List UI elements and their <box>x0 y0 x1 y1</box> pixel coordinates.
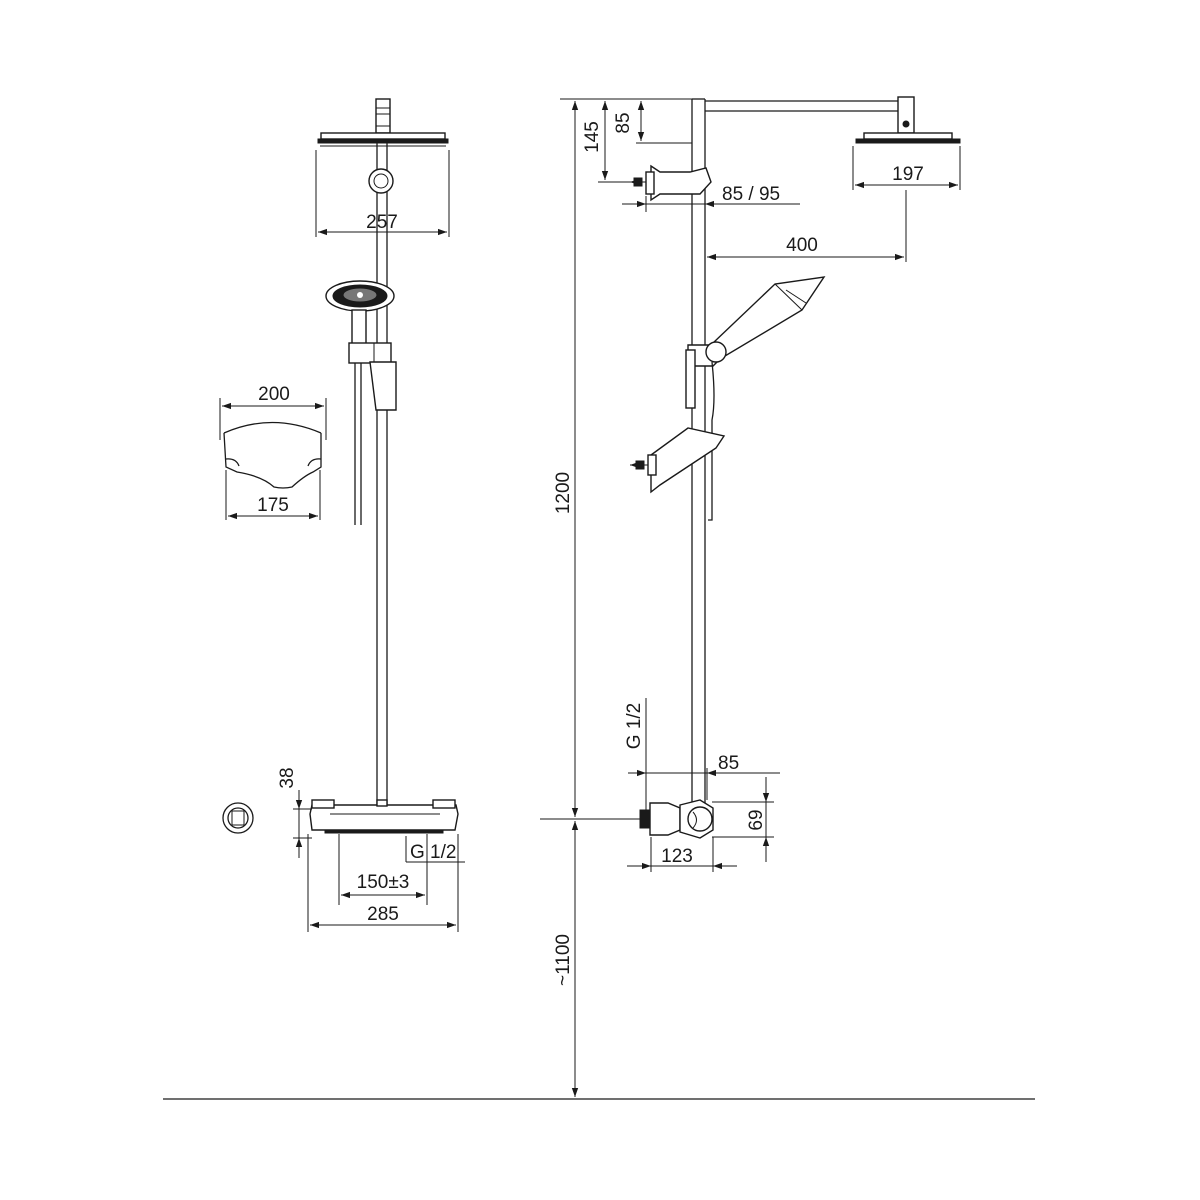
shelf-side <box>630 427 726 494</box>
overhead-shower-side <box>855 132 961 144</box>
dim-85-top: 85 <box>613 101 692 144</box>
dim-257-label: 257 <box>366 212 398 233</box>
dim-69: 69 <box>712 777 774 862</box>
dim-g12-front: G 1/2 <box>405 836 465 863</box>
dim-285-label: 285 <box>367 904 399 925</box>
dim-1200-label: 1200 <box>553 472 574 514</box>
hand-shower-front <box>325 280 395 525</box>
dim-197: 197 <box>852 146 961 190</box>
dim-257: 257 <box>315 150 450 237</box>
head-connector-front <box>375 98 391 134</box>
dim-85-top-label: 85 <box>613 112 634 133</box>
shower-arm-side <box>705 96 915 134</box>
thermostat-mixer-side <box>639 799 714 839</box>
dim-285: 285 <box>307 834 459 932</box>
shelf-top-view <box>223 421 322 489</box>
dim-38: 38 <box>277 767 312 858</box>
side-view: 197 145 85 85 / 95 <box>540 96 961 1097</box>
riser-rail-front <box>376 135 388 808</box>
dim-38-label: 38 <box>277 767 298 788</box>
dim-85-95-label: 85 / 95 <box>722 184 780 205</box>
overhead-shower-front <box>317 132 449 147</box>
dim-400-label: 400 <box>786 235 818 256</box>
dim-200: 200 <box>219 384 327 440</box>
dim-123-label: 123 <box>661 846 693 867</box>
dim-1100-label: ~1100 <box>553 934 574 986</box>
dim-200-label: 200 <box>258 384 290 405</box>
dim-85-bottom: 85 <box>628 753 780 800</box>
front-view: 257 200 <box>219 98 465 932</box>
hand-shower-holder-front <box>348 342 397 411</box>
dim-175-label: 175 <box>257 495 289 516</box>
dim-85-95: 85 / 95 <box>622 184 800 212</box>
dim-g12-side: G 1/2 <box>624 698 647 818</box>
dim-1100: ~1100 <box>553 821 579 1097</box>
dim-145-label: 145 <box>582 121 603 153</box>
dim-175: 175 <box>225 470 321 520</box>
dim-150-label: 150±3 <box>357 872 410 893</box>
wall-connector-symbol <box>222 802 254 834</box>
dim-123: 123 <box>627 837 737 872</box>
thermostat-mixer-front <box>309 799 459 834</box>
dim-85-bottom-label: 85 <box>718 753 739 774</box>
dim-197-label: 197 <box>892 164 924 185</box>
dim-g12-front-label: G 1/2 <box>410 842 456 863</box>
dim-g12-side-label: G 1/2 <box>624 703 645 749</box>
rail-bracket-round <box>368 168 394 194</box>
hand-shower-side <box>685 276 826 521</box>
dim-69-label: 69 <box>746 809 767 830</box>
wall-bracket-top-side <box>630 164 712 202</box>
dim-145: 145 <box>582 98 692 183</box>
dim-1200: 1200 <box>553 98 598 817</box>
dim-150: 150±3 <box>338 834 428 905</box>
dim-400: 400 <box>707 190 907 262</box>
